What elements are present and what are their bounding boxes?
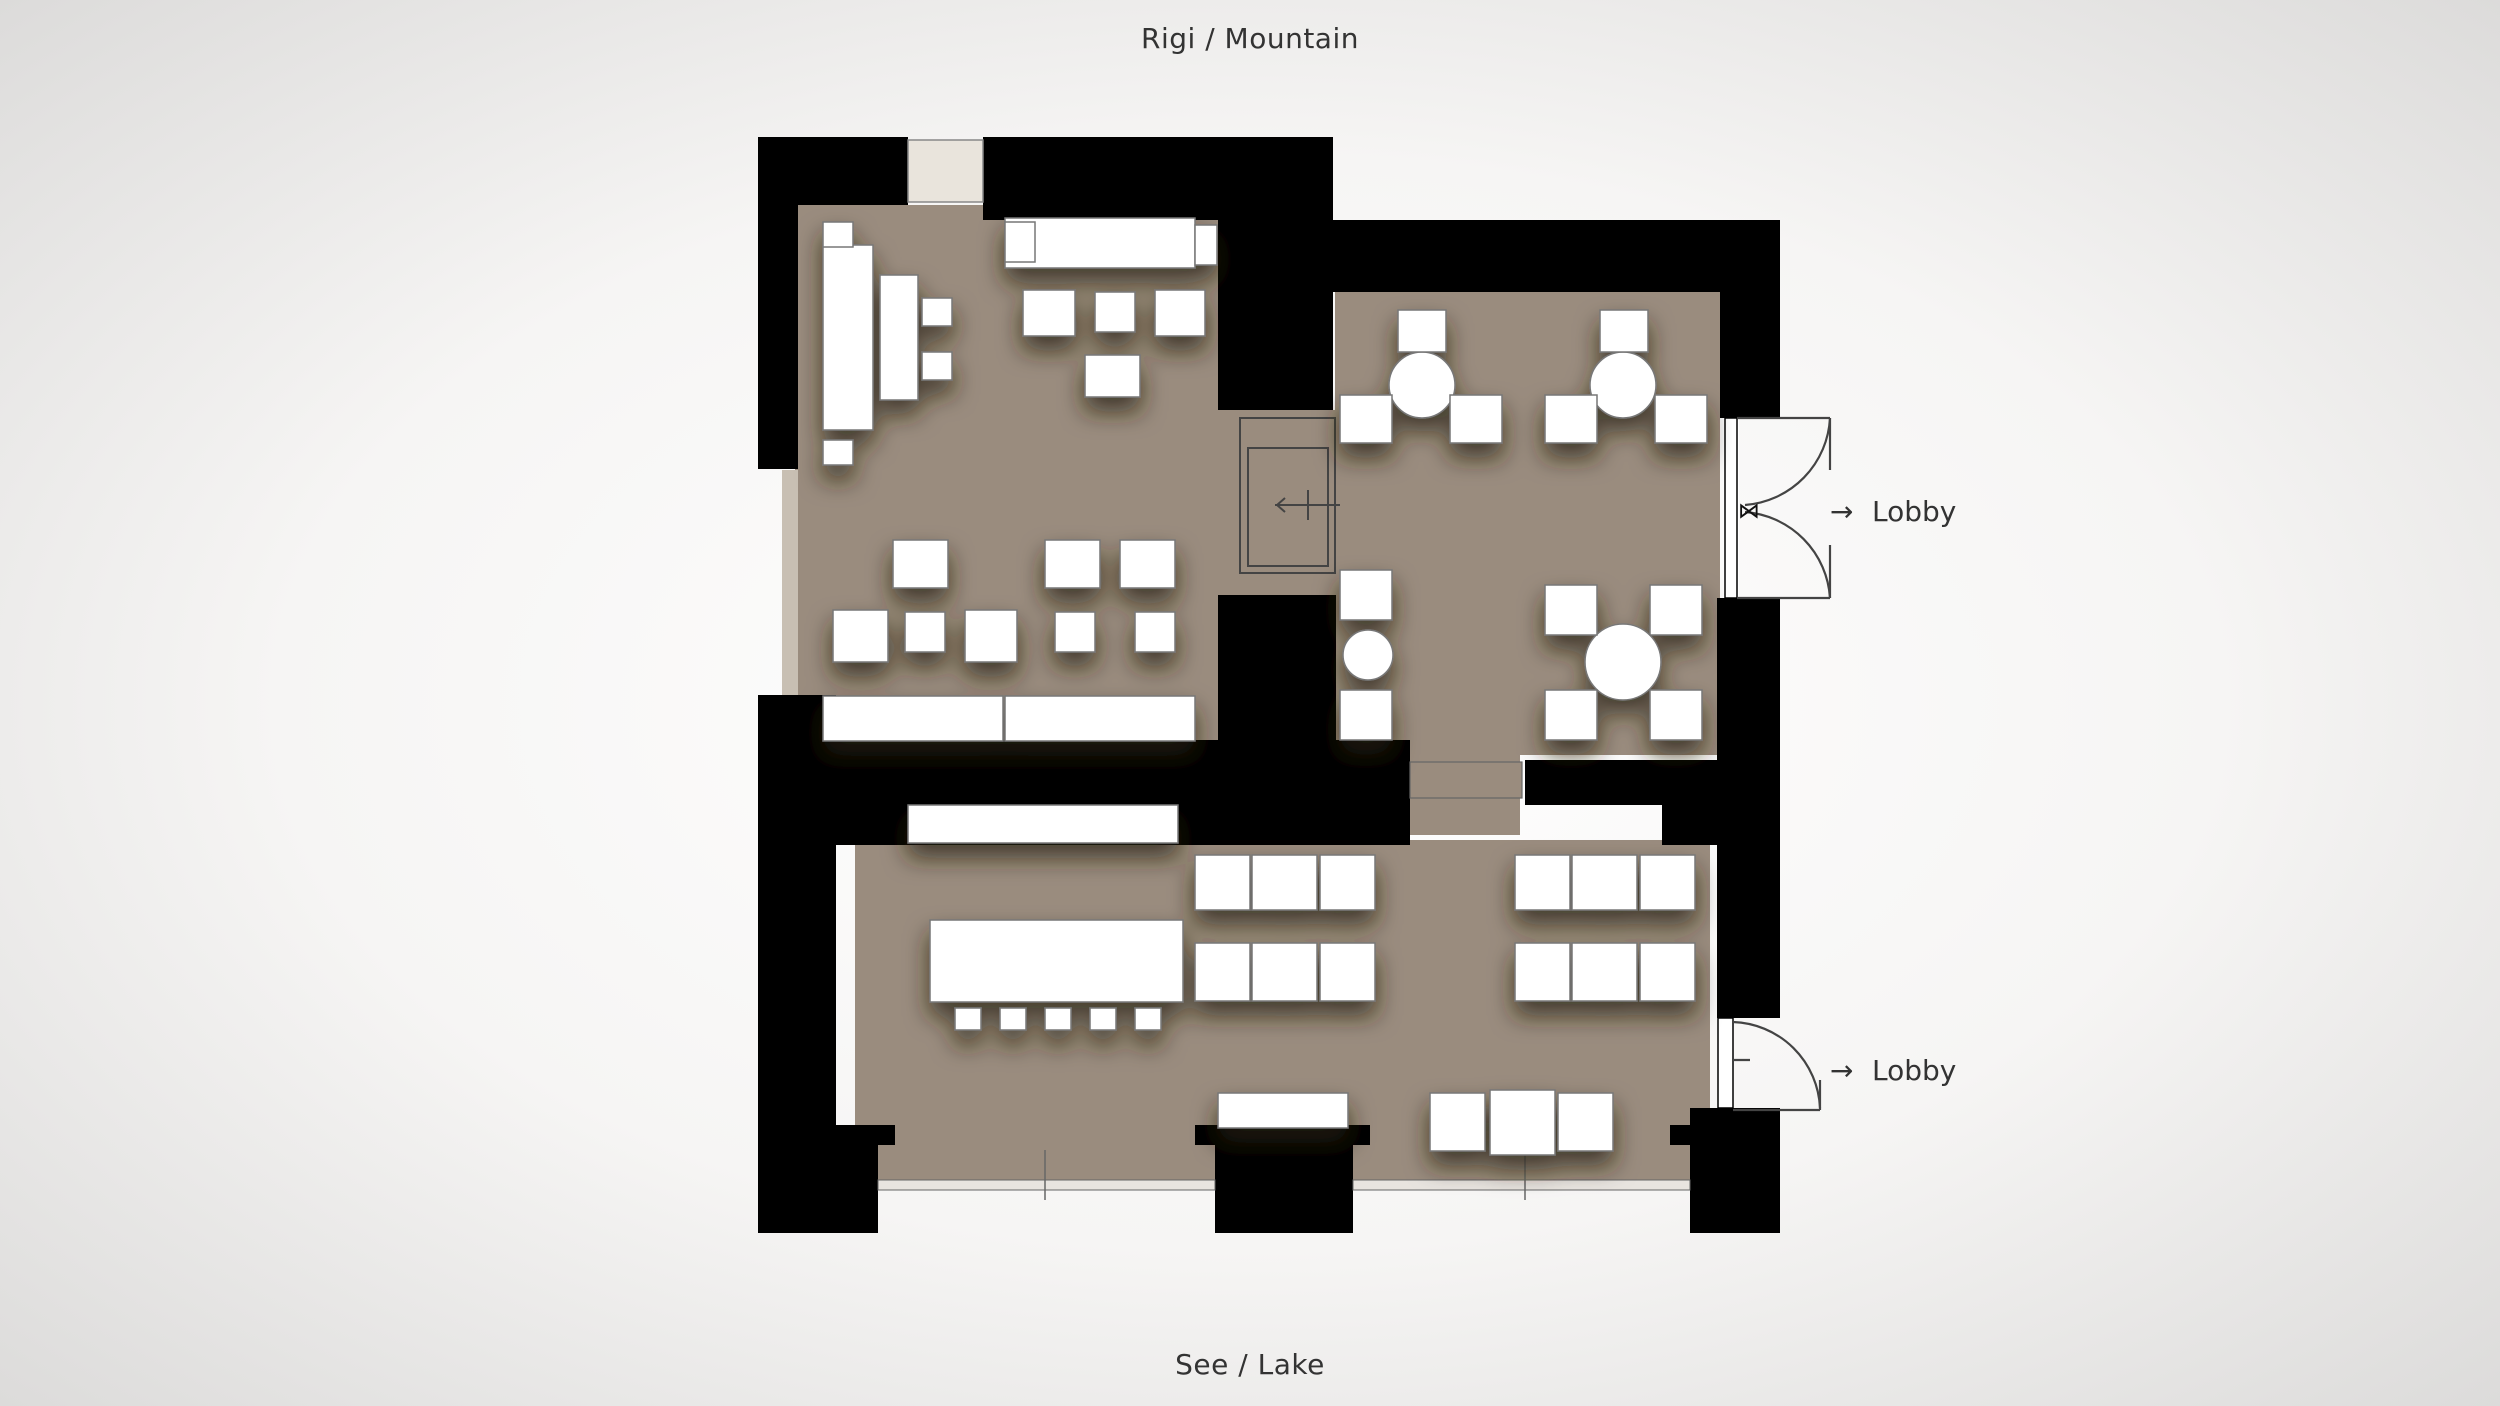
lobby-exit-upper[interactable]: → Lobby [1830,495,1956,528]
armchair-8 [964,609,1018,663]
sofa-bottom-left [822,695,1004,742]
bar-furniture [907,804,1696,1156]
table-2 [904,611,946,653]
armchair-6 [1119,539,1176,589]
sofa-top [1004,217,1196,269]
door-upper[interactable]: ⋈ [1724,416,1832,600]
wall-bottom-left [758,1140,878,1233]
lobby-label-upper: Lobby [1872,495,1956,528]
round-table-1 [1388,351,1456,419]
armchair-7 [832,609,889,663]
bar-table-1 [1251,854,1318,911]
sofa-left [822,244,874,431]
wall-right-pillar [1662,760,1780,845]
stairs [1239,417,1340,574]
wall-right-upper [1720,220,1780,418]
bar-table-4 [1571,942,1638,1002]
walls [758,137,1780,1233]
table-3 [1054,611,1096,653]
bar-stool-1 [954,1007,982,1031]
lobby-label-lower: Lobby [1872,1054,1956,1087]
round-table-4 [1584,623,1662,701]
wall-bottom-center [1215,1145,1353,1233]
window-left [782,470,798,695]
bar-table-2 [1251,942,1318,1002]
stool-2 [921,351,953,381]
round-table-3 [1342,629,1394,681]
table-4 [1134,611,1176,653]
lobby-arrow-lower: → [1830,1054,1853,1087]
back-counter [907,804,1179,844]
lounge-furniture [822,217,1218,742]
door-lower[interactable] [1717,1017,1822,1112]
armchair-5 [1044,539,1101,589]
wall-top-right [1298,220,1780,292]
sofa-bottom-right [1004,695,1196,742]
bar-counter [929,919,1184,1003]
window-lake-right [1352,1179,1691,1191]
bar-stool-3 [1044,1007,1072,1031]
sideboard [1217,1092,1349,1129]
bar-table-5 [1489,1089,1556,1156]
bar-stool-2 [999,1007,1027,1031]
bar-stool-5 [1134,1007,1162,1031]
wall-bottom-right [1690,1160,1780,1233]
window-lake-left [877,1179,1216,1191]
svg-text:⋈: ⋈ [1738,499,1760,524]
armchair-1 [1022,289,1076,337]
openings [782,139,1739,1200]
wall-right-sill [1670,1125,1730,1145]
lobby-arrow-upper: → [1830,495,1853,528]
bar-table-3 [1571,854,1638,911]
wall-center-sill [1195,1125,1370,1145]
lounge-side-table [879,274,919,401]
round-table-2 [1589,351,1657,419]
table-1 [1094,291,1136,333]
dining-furniture [1339,309,1708,741]
armchair-3 [1084,354,1141,398]
orientation-top-label: Rigi / Mountain [1141,22,1359,55]
bar-stool-4 [1089,1007,1117,1031]
stool-1 [921,297,953,327]
wall-left-sill [835,1125,895,1145]
wall-top-left-block [758,137,908,205]
orientation-bottom-label: See / Lake [1175,1348,1325,1381]
window-top [907,139,984,203]
armchair-2 [1154,289,1206,337]
floor-dining-room [1335,290,1720,755]
lobby-exit-lower[interactable]: → Lobby [1830,1054,1956,1087]
armchair-4 [892,539,949,589]
passage-door [1409,761,1523,799]
